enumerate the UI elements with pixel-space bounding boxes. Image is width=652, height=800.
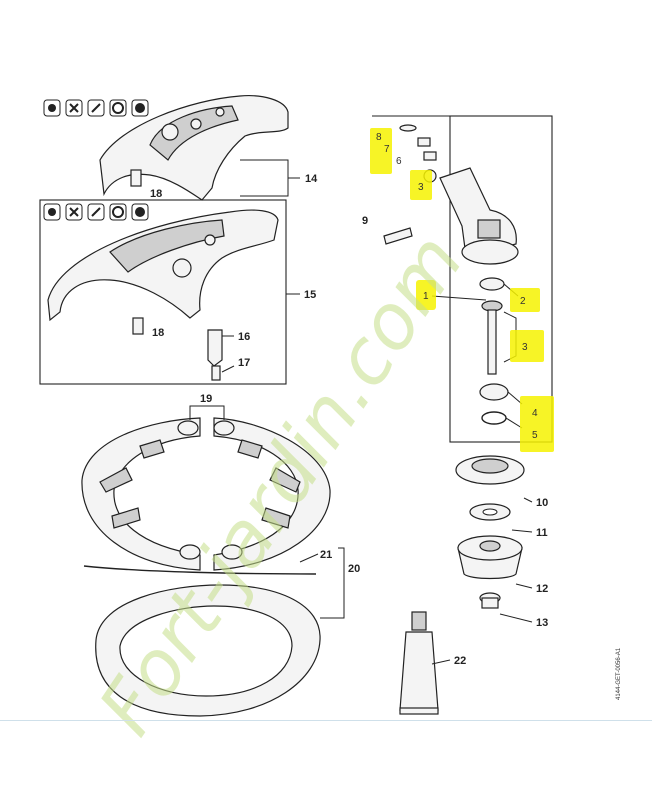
bearing-upper — [479, 277, 505, 291]
part-17 — [211, 365, 221, 381]
thrust-plate-10 — [455, 455, 525, 485]
deflector-15 — [43, 203, 279, 322]
callout-21: 21 — [320, 549, 332, 561]
callout-19: 19 — [200, 393, 212, 405]
label-2: 2 — [520, 296, 526, 307]
label-7: 7 — [384, 144, 390, 155]
callout-12: 12 — [536, 583, 548, 595]
label-6: 6 — [396, 156, 402, 167]
symbol-row-frame — [43, 203, 149, 221]
ring-20 — [95, 584, 321, 717]
circlip — [481, 411, 507, 425]
frame-gearbox — [449, 115, 553, 443]
callout-18b: 18 — [152, 327, 164, 339]
part-6 — [423, 151, 437, 161]
callout-16: 16 — [238, 331, 250, 343]
callout-17: 17 — [238, 357, 250, 369]
guard-plate-19 — [81, 417, 331, 571]
frame-15 — [39, 199, 287, 385]
bottom-divider — [0, 720, 652, 721]
screw-9 — [383, 227, 413, 245]
callout-20: 20 — [348, 563, 360, 575]
highlight-1 — [416, 280, 436, 310]
deflector-14 — [43, 95, 289, 201]
part-7 — [417, 137, 431, 147]
cup-12 — [457, 535, 523, 580]
label-8: 8 — [376, 132, 382, 143]
washer-11 — [469, 503, 511, 521]
label-4: 4 — [532, 408, 538, 419]
part-16 — [207, 329, 223, 367]
highlight-4-5 — [520, 396, 554, 452]
callout-11: 11 — [536, 527, 548, 539]
symbol-row-top — [43, 99, 149, 117]
callout-14: 14 — [305, 173, 318, 185]
grease-tube-22 — [399, 611, 439, 715]
callout-18a: 18 — [150, 188, 162, 200]
part-21-wire — [83, 565, 317, 575]
shaft — [487, 309, 497, 375]
callout-22: 22 — [454, 655, 466, 667]
callout-9: 9 — [362, 215, 368, 227]
highlight-3 — [510, 330, 544, 362]
gear-head — [439, 167, 519, 265]
document-id: 4144-GET-0056-A1 — [616, 647, 622, 700]
callout-15: 15 — [304, 289, 316, 301]
highlight-3-top — [410, 170, 432, 200]
label-3a: 3 — [522, 342, 528, 353]
label-1: 1 — [423, 291, 429, 302]
callout-10: 10 — [536, 497, 548, 509]
part-8 — [399, 124, 417, 132]
nut-13 — [479, 592, 501, 609]
bearing-lower — [479, 383, 509, 401]
callout-13: 13 — [536, 617, 548, 629]
label-3b: 3 — [418, 182, 424, 193]
label-5: 5 — [532, 430, 538, 441]
highlight-2 — [510, 288, 540, 312]
highlight-fasteners — [370, 128, 392, 174]
